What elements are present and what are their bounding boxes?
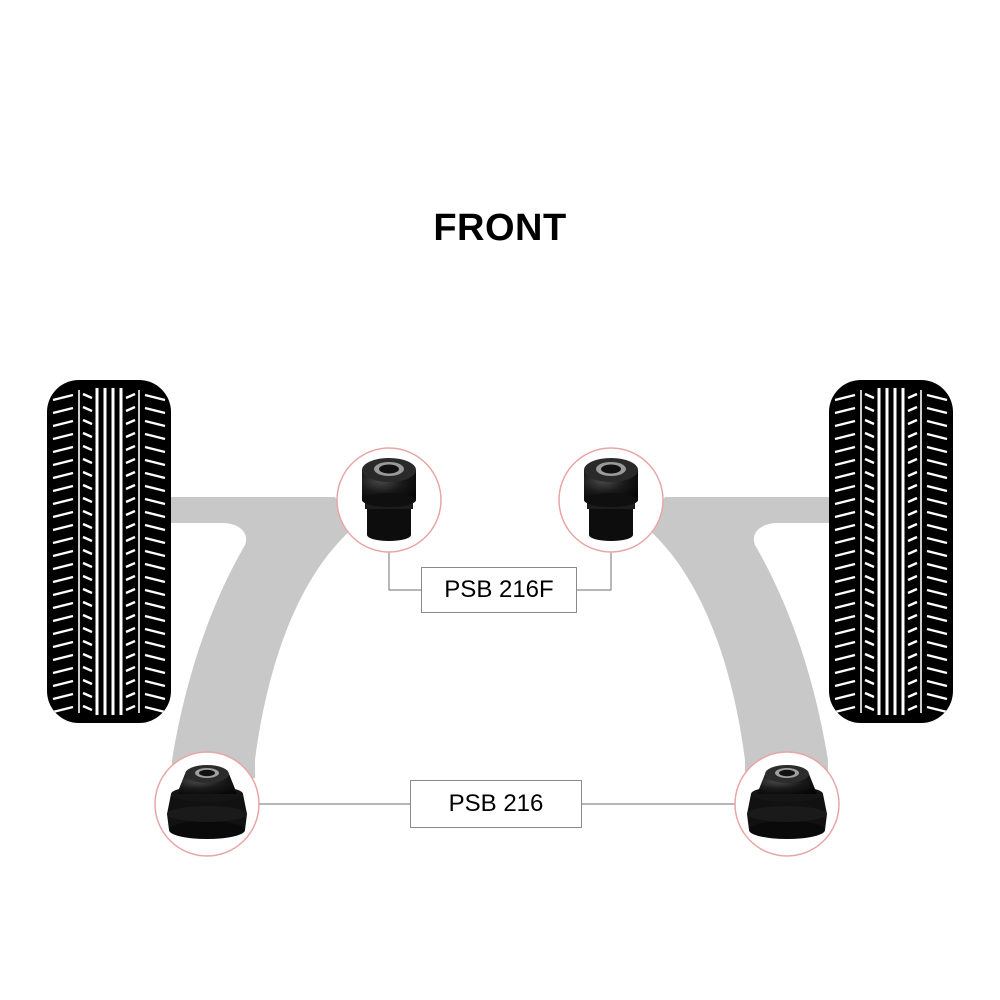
cylindrical-bush-icon — [362, 458, 416, 541]
diagram-title: FRONT — [433, 207, 567, 249]
label-rear-bush: PSB 216 — [410, 780, 582, 828]
conical-bush-icon — [167, 765, 247, 839]
bush-inset-rear-right — [734, 751, 840, 857]
leader-lines — [258, 540, 736, 805]
bush-inset-front-left — [336, 447, 442, 553]
label-front-bush: PSB 216F — [421, 567, 577, 613]
leader-line-front-right — [577, 540, 612, 591]
conical-bush-icon — [747, 765, 827, 839]
bush-inset-front-right — [558, 447, 664, 553]
control-arm-left — [165, 497, 353, 778]
bush-inset-rear-left — [154, 751, 260, 857]
control-arm-right — [647, 497, 835, 778]
tyre-right-icon — [829, 380, 953, 723]
cylindrical-bush-icon — [584, 458, 638, 541]
leader-line-front-left — [388, 540, 421, 591]
tyre-left-icon — [47, 380, 171, 723]
